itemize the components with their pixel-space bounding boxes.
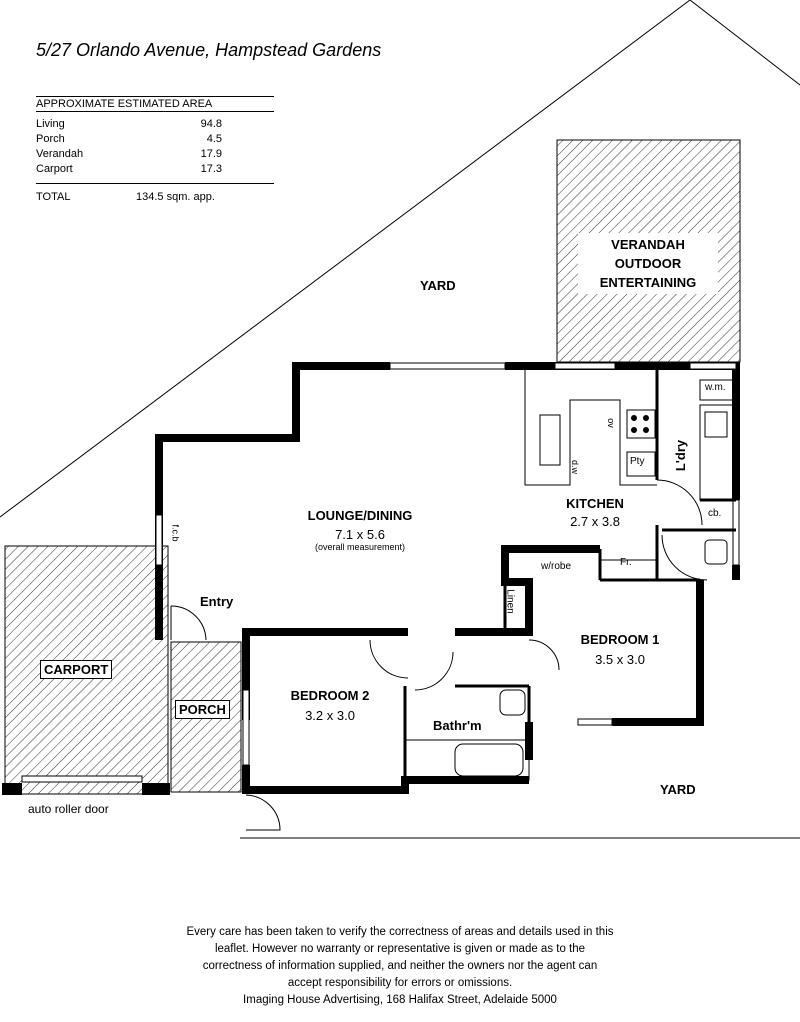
disclaimer-line2: leaflet. However no warranty or represen… [214, 943, 586, 955]
carport-post-left [2, 783, 22, 795]
lounge-dims: 7.1 x 5.6 [335, 527, 385, 542]
bedroom1-label: BEDROOM 1 3.5 x 3.0 [560, 632, 680, 667]
dishwasher-label: d.w [570, 459, 581, 475]
fcb-label: f.c.b [170, 524, 181, 542]
area-row-label: Living [36, 118, 65, 130]
carport-post-right [142, 783, 170, 795]
door-swings [170, 479, 708, 831]
verandah-label-line3: ENTERTAINING [599, 275, 697, 290]
disclaimer-text: Every care has been taken to verify the … [150, 924, 650, 1009]
wardrobe-label: w/robe [541, 561, 572, 572]
bedroom1-name: BEDROOM 1 [580, 632, 660, 647]
area-row-label: Carport [36, 163, 73, 175]
lounge-name: LOUNGE/DINING [307, 508, 413, 523]
bedroom2-dims: 3.2 x 3.0 [305, 708, 355, 723]
windows [21, 362, 740, 783]
lounge-label: LOUNGE/DINING 7.1 x 5.6 (overall measure… [280, 508, 440, 552]
area-row-value: 17.9 [200, 148, 222, 160]
yard-bottom-label: YARD [660, 782, 696, 797]
oven-label: ov [605, 418, 616, 428]
porch-label: PORCH [175, 700, 230, 719]
area-total-row: TOTAL 134.5 sqm. app. [36, 191, 215, 203]
property-address-title: 5/27 Orlando Avenue, Hampstead Gardens [36, 40, 382, 60]
site-boundary [0, 0, 800, 518]
laundry-label: L'dry [673, 439, 689, 472]
kitchen-label: KITCHEN 2.7 x 3.8 [545, 496, 645, 529]
area-total-value: 134.5 sqm. app. [136, 191, 215, 203]
bedroom2-label: BEDROOM 2 3.2 x 3.0 [265, 688, 395, 723]
verandah-label-line1: VERANDAH [611, 237, 685, 252]
carport-label: CARPORT [40, 660, 113, 679]
area-row-value: 4.5 [206, 133, 222, 145]
area-row-value: 94.8 [200, 118, 222, 130]
cupboard-label: cb. [708, 508, 722, 519]
lounge-note: (overall measurement) [314, 542, 406, 552]
cooktop [631, 415, 649, 433]
area-row-carport: Carport 17.3 [36, 163, 222, 175]
area-table-heading: APPROXIMATE ESTIMATED AREA [36, 96, 274, 112]
fridge-label: Fr. [620, 557, 632, 568]
area-row-value: 17.3 [200, 163, 222, 175]
disclaimer-line5: Imaging House Advertising, 168 Halifax S… [243, 994, 557, 1006]
area-row-living: Living 94.8 [36, 118, 222, 130]
linen-label: Linen [504, 589, 516, 614]
disclaimer-line4: accept responsibility for errors or omis… [287, 977, 513, 989]
verandah-label-line2: OUTDOOR [614, 256, 682, 271]
kitchen-name: KITCHEN [566, 496, 624, 511]
area-total-label: TOTAL [36, 191, 71, 203]
washing-machine-label: w.m. [705, 382, 726, 393]
area-row-verandah: Verandah 17.9 [36, 148, 222, 160]
area-table-rule [36, 183, 274, 184]
roller-door-label: auto roller door [28, 802, 109, 816]
disclaimer-line1: Every care has been taken to verify the … [186, 926, 614, 938]
pantry-label: Pty [630, 456, 645, 467]
yard-top-label: YARD [420, 278, 456, 293]
area-row-label: Verandah [36, 148, 84, 160]
area-row-porch: Porch 4.5 [36, 133, 222, 145]
kitchen-counters [404, 370, 737, 781]
verandah-label-box: VERANDAH OUTDOOR ENTERTAINING [578, 233, 718, 294]
bedroom1-dims: 3.5 x 3.0 [595, 652, 645, 667]
kitchen-dims: 2.7 x 3.8 [570, 514, 620, 529]
bedroom2-name: BEDROOM 2 [290, 688, 370, 703]
disclaimer-line3: correctness of information supplied, and… [202, 960, 598, 972]
entry-label: Entry [200, 594, 234, 609]
bathroom-label: Bathr'm [433, 718, 482, 733]
area-row-label: Porch [36, 133, 65, 145]
